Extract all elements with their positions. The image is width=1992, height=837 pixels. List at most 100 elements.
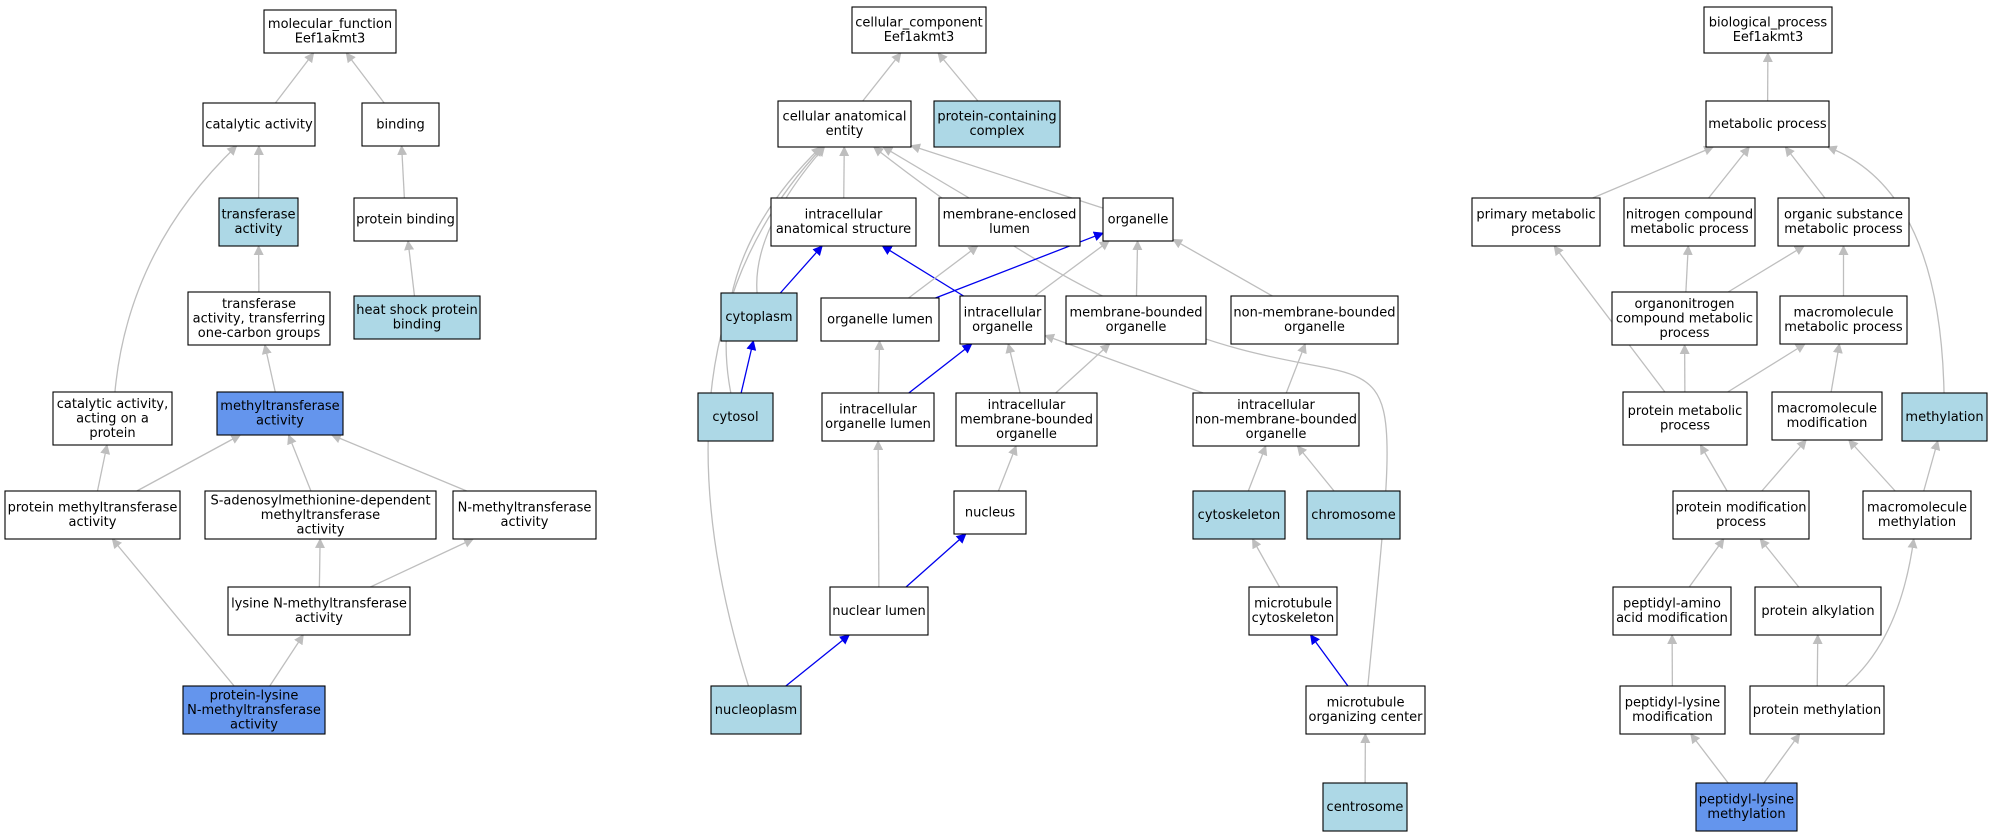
node-label-line: primary metabolic — [1476, 208, 1595, 223]
node-methyl[interactable]: methylation — [1901, 392, 1988, 442]
node-label-line: activity — [69, 515, 117, 530]
node-label-line: activity — [256, 414, 304, 429]
node-nucleo[interactable]: nucleoplasm — [710, 685, 802, 735]
node-box — [821, 392, 935, 442]
node-label-line: metabolic process — [1708, 117, 1827, 132]
edge-pcc-to-cc — [937, 52, 979, 102]
node-box — [1471, 197, 1601, 247]
node-label-line: complex — [969, 124, 1024, 139]
node-box — [202, 102, 316, 147]
node-label-line: catalytic activity — [205, 117, 313, 132]
edge-pbind-to-bind — [397, 145, 408, 199]
edge-cyto-to-ias — [779, 245, 823, 294]
node-label-line: biological_process — [1709, 16, 1828, 31]
node-label-line: peptidyl-lysine — [1625, 696, 1720, 711]
node-label-line: activity — [501, 515, 549, 530]
edge-nuclum-to-iolum — [873, 440, 884, 588]
node-box — [770, 197, 917, 247]
node-label-line: organic substance — [1784, 208, 1903, 223]
edge-methyl-to-metab — [1826, 145, 1945, 394]
node-centro[interactable]: centrosome — [1322, 782, 1408, 832]
node-label-line: one-carbon groups — [198, 326, 321, 341]
node-box — [263, 9, 397, 54]
node-metab[interactable]: metabolic process — [1705, 100, 1830, 148]
node-label-line: protein metabolic — [1628, 404, 1743, 419]
node-label-line: protein-containing — [937, 110, 1056, 125]
edge-pmodp-to-protmp — [1699, 444, 1728, 492]
node-cytosol[interactable]: cytosol — [697, 392, 774, 442]
edge-palk-to-pmodp — [1759, 538, 1800, 588]
node-box — [218, 197, 299, 247]
node-chrom[interactable]: chromosome — [1306, 490, 1401, 540]
node-sam[interactable]: S-adenosylmethionine-dependentmethyltran… — [204, 490, 437, 540]
node-nuclum[interactable]: nuclear lumen — [829, 586, 929, 636]
node-pbind[interactable]: protein binding — [353, 197, 458, 242]
node-cytosk[interactable]: cytoskeleton — [1192, 490, 1286, 540]
edge-paam-to-pmodp — [1688, 538, 1725, 588]
node-bind[interactable]: binding — [361, 102, 440, 147]
node-label-line: organelle — [1246, 427, 1307, 442]
edge-osmp-to-metab — [1784, 146, 1826, 199]
node-box — [361, 102, 440, 147]
node-label-line: organelle — [1284, 320, 1345, 335]
node-cat[interactable]: catalytic activity — [202, 102, 316, 147]
node-box — [452, 490, 597, 540]
node-box — [1901, 392, 1988, 442]
node-label-line: protein alkylation — [1761, 604, 1874, 619]
node-label-line: process — [1511, 222, 1561, 237]
node-cyto[interactable]: cytoplasm — [720, 292, 798, 342]
node-box — [1705, 100, 1830, 148]
node-label-line: organelle — [996, 427, 1057, 442]
node-label-line: modification — [1787, 416, 1868, 431]
node-plnmt[interactable]: protein-lysineN-methyltransferaseactivit… — [182, 685, 326, 735]
edge-nmborg-to-org — [1172, 238, 1273, 297]
node-label-line: membrane-bounded — [1069, 306, 1202, 321]
node-orglum[interactable]: organelle lumen — [820, 297, 940, 342]
node-org[interactable]: organelle — [1102, 197, 1174, 242]
node-label-line: nucleus — [965, 505, 1015, 520]
node-label-line: heat shock protein — [356, 303, 477, 318]
node-label-line: lysine N-methyltransferase — [231, 597, 407, 612]
node-inmborg[interactable]: intracellularnon-membrane-boundedorganel… — [1192, 392, 1360, 447]
node-label-line: intracellular — [839, 403, 917, 418]
node-palk[interactable]: protein alkylation — [1754, 586, 1882, 636]
node-pmeth[interactable]: protein methylation — [1749, 685, 1885, 735]
node-label-line: N-methyltransferase — [458, 501, 592, 516]
edge-protmp-to-mmp — [1727, 343, 1806, 393]
node-nucleus[interactable]: nucleus — [953, 490, 1027, 535]
